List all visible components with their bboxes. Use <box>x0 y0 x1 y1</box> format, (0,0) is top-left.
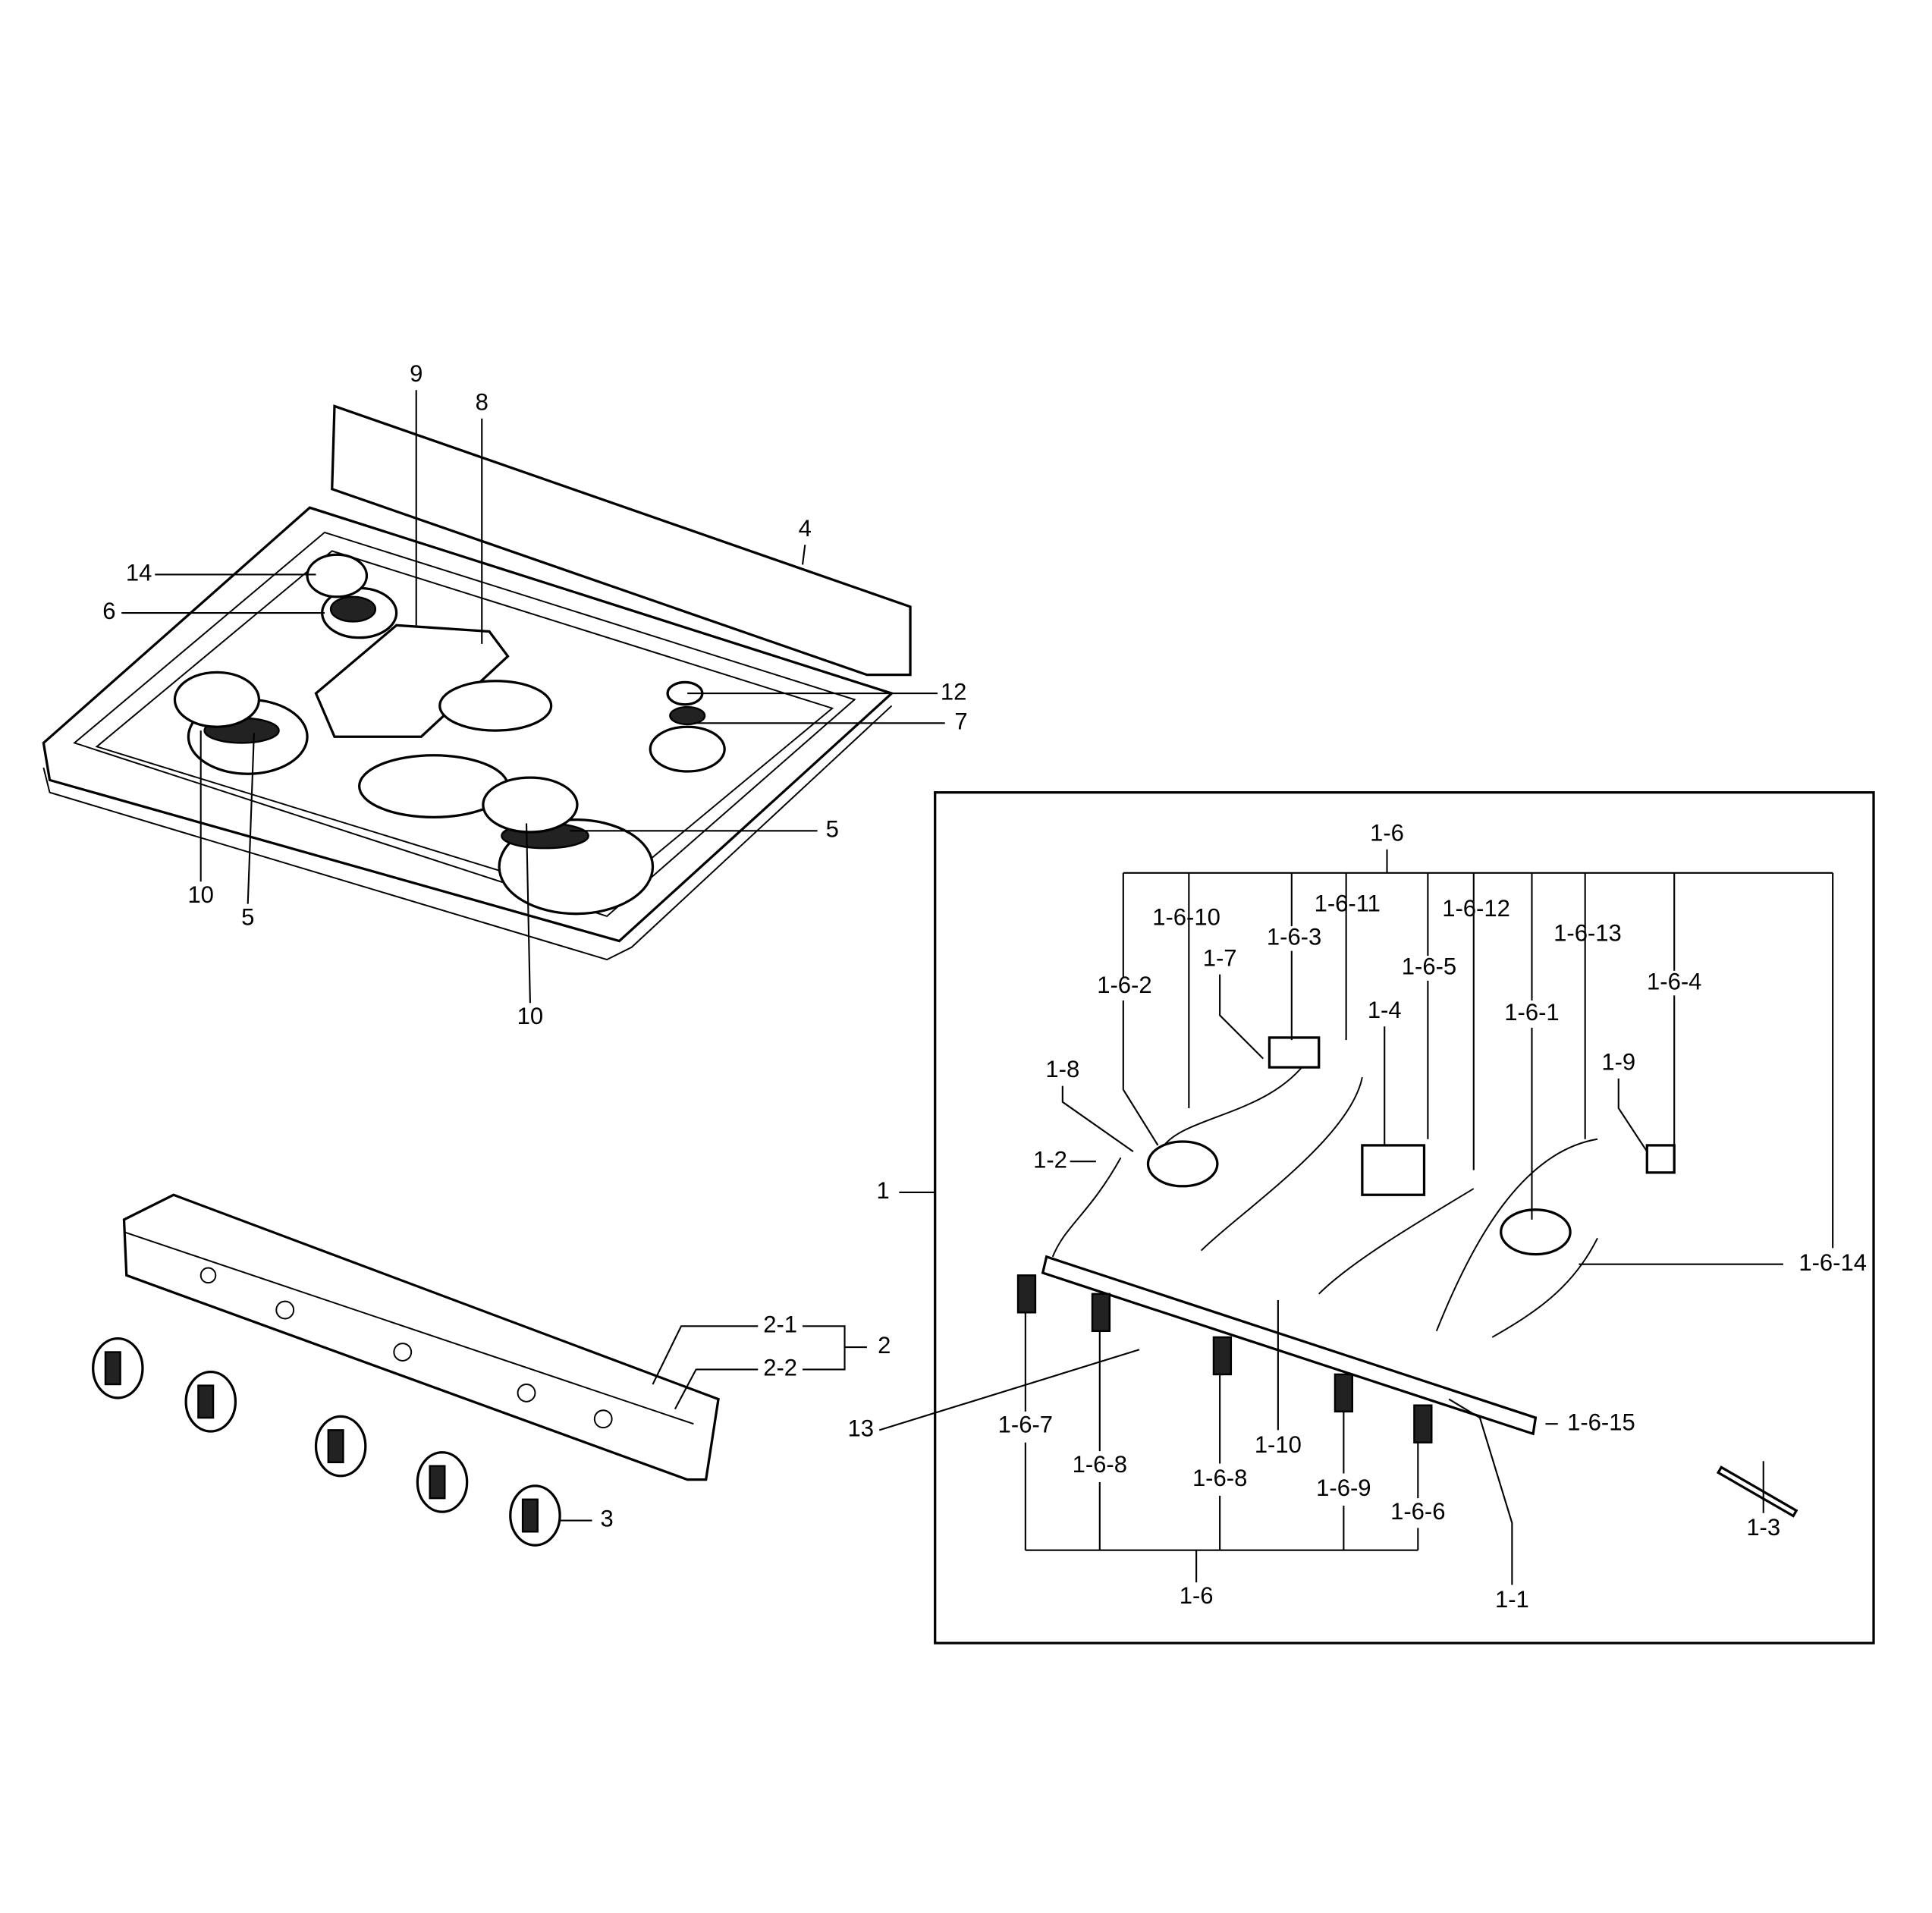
callout-1-6-8: 1-6-8 <box>1073 1451 1127 1478</box>
callout-2-2: 2-2 <box>763 1355 797 1381</box>
knob[interactable] <box>416 1451 469 1513</box>
burner-assembly-drawing: 1-6 1-6-10 1-6-11 1-6-3 1-6-12 1-6-13 1-… <box>848 791 1875 1644</box>
callout-10: 10 <box>517 1003 543 1029</box>
callout-1-6-6: 1-6-6 <box>1390 1498 1445 1525</box>
callout-1-6: 1-6 <box>1180 1582 1214 1609</box>
callout-3: 3 <box>600 1506 613 1532</box>
callout-9: 9 <box>410 360 423 387</box>
callout-1-2: 1-2 <box>1033 1146 1067 1173</box>
callout-1-6: 1-6 <box>1370 819 1404 846</box>
callout-12: 12 <box>941 678 966 705</box>
knob[interactable] <box>314 1415 367 1478</box>
knob[interactable] <box>509 1484 561 1547</box>
callout-4: 4 <box>799 515 812 542</box>
burner-left-rear <box>306 553 398 639</box>
callout-14: 14 <box>126 560 152 586</box>
callout-5: 5 <box>826 816 839 843</box>
callout-1-6-7: 1-6-7 <box>998 1412 1053 1438</box>
callout-1-6-2: 1-6-2 <box>1097 972 1151 998</box>
callout-1-4: 1-4 <box>1368 997 1402 1023</box>
callout-1-8: 1-8 <box>1045 1056 1079 1082</box>
callout-1-6-1: 1-6-1 <box>1504 999 1559 1026</box>
burner-head <box>1361 1144 1426 1196</box>
burner-right-front <box>482 776 655 916</box>
callout-1-1: 1-1 <box>1495 1586 1529 1613</box>
callout-1-6-4: 1-6-4 <box>1647 968 1701 994</box>
valve <box>1091 1293 1111 1333</box>
callout-1-6-5: 1-6-5 <box>1402 953 1456 980</box>
callout-1-10: 1-10 <box>1255 1431 1302 1458</box>
valve <box>1016 1274 1037 1314</box>
callout-5: 5 <box>241 903 254 930</box>
callout-13: 13 <box>848 1415 874 1442</box>
burner-head <box>1500 1208 1572 1256</box>
backguard <box>331 404 912 677</box>
callout-7: 7 <box>954 708 967 734</box>
callout-8: 8 <box>476 388 488 415</box>
callout-1-6-11: 1-6-11 <box>1315 890 1381 916</box>
callout-1-6-13: 1-6-13 <box>1553 920 1622 947</box>
callout-1: 1 <box>877 1177 890 1204</box>
manifold-pipe <box>1041 1255 1538 1436</box>
knobs <box>92 1337 561 1547</box>
valve <box>1212 1336 1233 1376</box>
control-panel <box>122 1193 720 1481</box>
callout-2-1: 2-1 <box>763 1311 797 1337</box>
callout-10: 10 <box>187 881 213 908</box>
callout-1-7: 1-7 <box>1203 944 1237 971</box>
callout-1-3: 1-3 <box>1746 1514 1780 1541</box>
valve <box>1334 1373 1354 1413</box>
griddle-center <box>314 624 553 818</box>
control-panel-drawing: 2-1 2 2-2 3 <box>92 1193 891 1547</box>
assembly-frame <box>934 791 1875 1644</box>
burner-head <box>1268 1036 1321 1069</box>
igniter-rod <box>1716 1465 1798 1518</box>
valve <box>1413 1404 1433 1443</box>
burner-head <box>1146 1140 1219 1188</box>
callout-6: 6 <box>102 598 115 624</box>
callout-2: 2 <box>878 1332 891 1359</box>
cooktop-drawing: 9 8 4 14 6 12 7 5 10 5 10 <box>42 360 968 1029</box>
callout-1-6-9: 1-6-9 <box>1316 1475 1371 1501</box>
knob[interactable] <box>92 1337 144 1399</box>
callout-1-6-8: 1-6-8 <box>1192 1465 1247 1491</box>
callout-1-6-15: 1-6-15 <box>1567 1409 1635 1435</box>
callout-1-9: 1-9 <box>1601 1048 1635 1075</box>
callout-1-6-3: 1-6-3 <box>1267 924 1321 950</box>
burner-left-front <box>173 671 309 775</box>
knob[interactable] <box>184 1371 237 1433</box>
callout-1-6-14: 1-6-14 <box>1798 1249 1867 1276</box>
callout-1-6-10: 1-6-10 <box>1152 903 1220 930</box>
burner-head <box>1645 1144 1676 1174</box>
callout-1-6-12: 1-6-12 <box>1442 895 1510 922</box>
